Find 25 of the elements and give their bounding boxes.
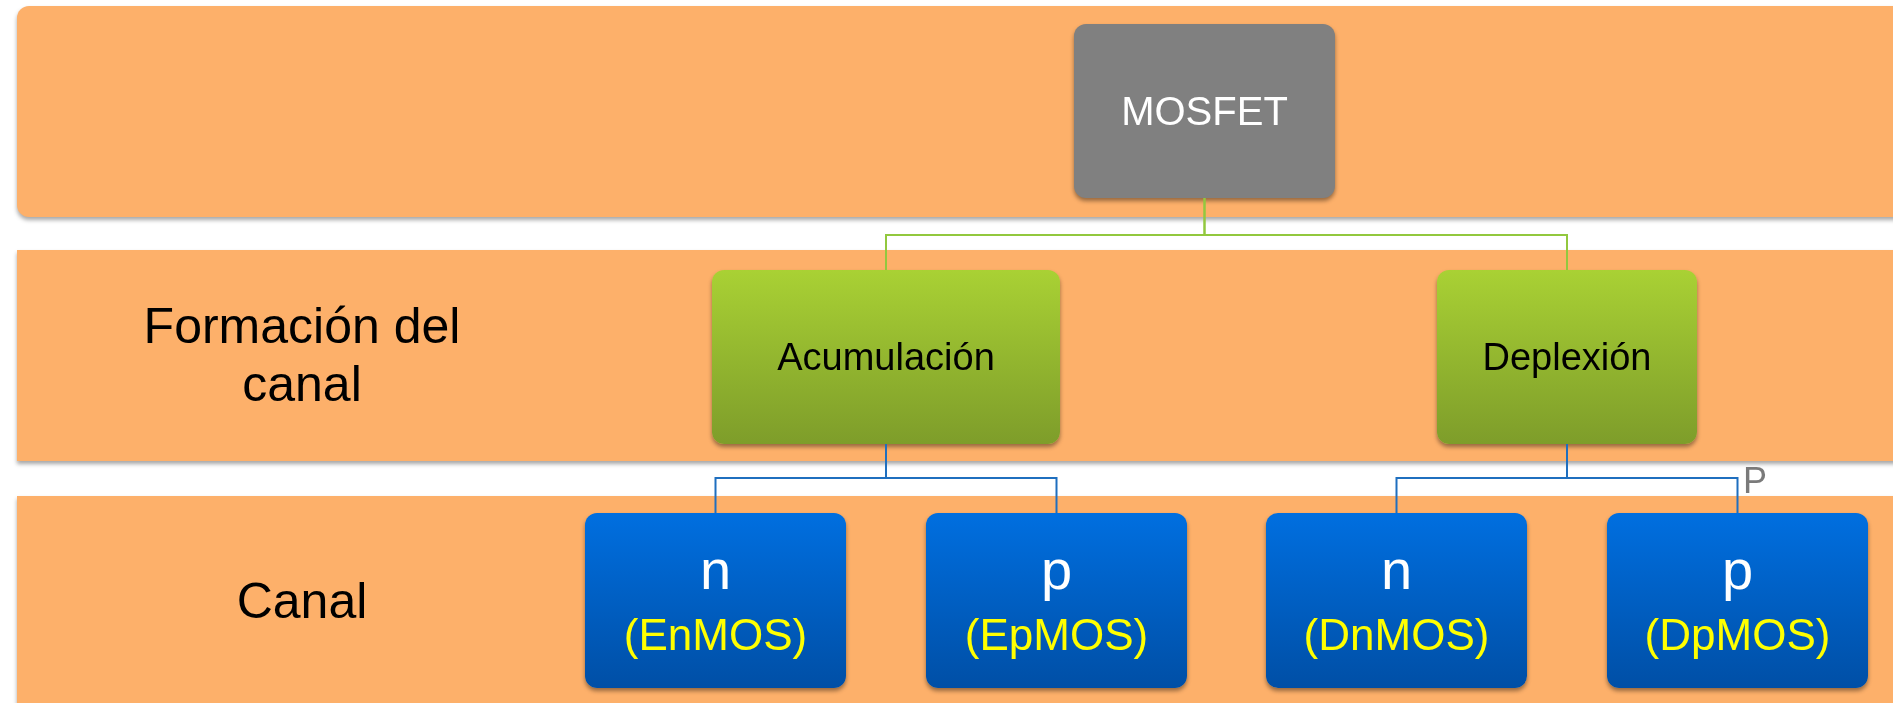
box-label: MOSFET <box>1121 88 1288 135</box>
root-box <box>1074 24 1335 198</box>
category-box <box>1437 270 1697 444</box>
row-label: Formación del canal <box>142 297 462 414</box>
device-name: (EpMOS) <box>964 608 1149 661</box>
device-name: (EnMOS) <box>623 608 808 661</box>
stray-letter: P <box>1743 463 1767 499</box>
band-background <box>17 250 1893 461</box>
type-box <box>585 513 846 688</box>
box-label: Deplexión <box>1482 334 1652 380</box>
channel-letter: n <box>699 539 732 601</box>
box-label: Acumulación <box>777 334 995 380</box>
type-box <box>1607 513 1868 688</box>
channel-letter: p <box>1721 539 1754 601</box>
channel-letter: p <box>1040 539 1073 601</box>
device-name: (DnMOS) <box>1303 608 1490 661</box>
type-box <box>926 513 1187 688</box>
device-name: (DpMOS) <box>1644 608 1831 661</box>
category-box <box>712 270 1060 444</box>
type-box <box>1266 513 1527 688</box>
band-background <box>17 6 1893 217</box>
band-background <box>17 496 1893 703</box>
connector-line <box>1203 197 1568 271</box>
channel-letter: n <box>1380 539 1413 601</box>
row-label: Canal <box>235 572 369 632</box>
